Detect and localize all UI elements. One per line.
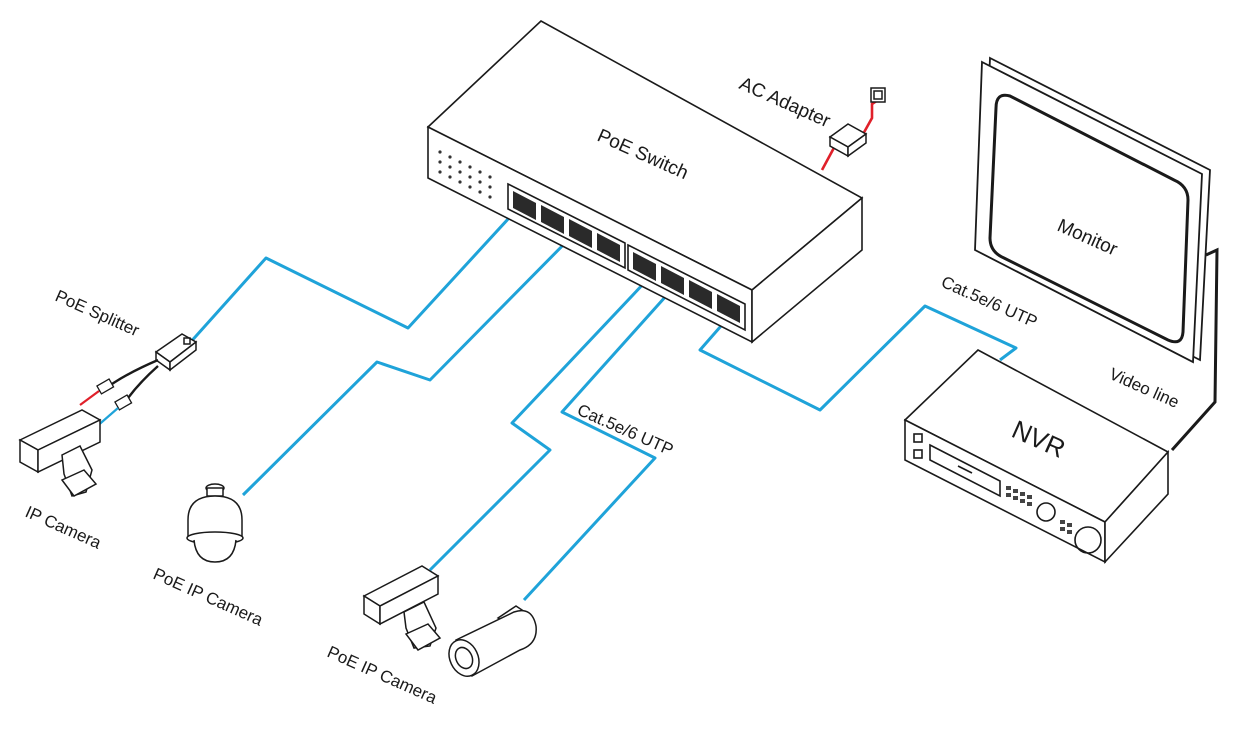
switch-port-5 <box>633 252 656 281</box>
cable-bullet-to-switch <box>522 284 677 602</box>
box-camera-icon-left <box>18 409 102 497</box>
cable-splitter-to-switch <box>186 204 522 347</box>
dome-mount-neck <box>206 487 224 497</box>
splitter-side <box>169 340 197 372</box>
splitter-port <box>183 337 191 345</box>
splitter-label: PoE Splitter <box>52 286 142 340</box>
ptz-dome-camera-icon <box>186 483 244 563</box>
cable-nvr-to-switch <box>698 304 1018 412</box>
splitter-plugs <box>96 378 133 411</box>
bullet-camera-icon <box>448 605 537 678</box>
power-outlet-icon <box>870 87 886 103</box>
splitter-dc-lead <box>111 358 159 385</box>
adapter-side <box>847 132 867 158</box>
switch-port-group-2 <box>627 243 746 332</box>
nvr-usb-port <box>913 449 923 459</box>
poe-ip-camera-label-2: PoE IP Camera <box>324 642 440 707</box>
bullet-lens <box>454 646 474 670</box>
monitor-icon <box>974 56 1211 364</box>
center-camera-side <box>379 574 439 626</box>
switch-port-2 <box>541 205 564 234</box>
nvr-disk-slot <box>929 443 1001 498</box>
ac-adapter-icon <box>828 123 868 158</box>
cables <box>186 204 1018 602</box>
switch-port-group-1 <box>507 182 626 270</box>
nvr-power-button <box>913 433 923 443</box>
box-camera-icon-center <box>362 565 442 651</box>
nvr-disk-line <box>957 465 973 474</box>
poe-ip-camera-label-1: PoE IP Camera <box>150 564 266 629</box>
cable-label-right: Cat.5e/6 UTP <box>938 272 1040 331</box>
camera-base <box>60 469 98 497</box>
switch-port-1 <box>513 191 536 220</box>
switch-port-4 <box>597 233 620 262</box>
nvr-jog-dial-small <box>1036 502 1056 522</box>
cable-box-camera-to-switch <box>428 278 649 572</box>
cable-label-center: Cat.5e/6 UTP <box>574 400 676 459</box>
video-line-label: Video line <box>1106 364 1182 412</box>
monitor-screen <box>988 93 1190 344</box>
switch-port-3 <box>569 219 592 248</box>
center-camera-base <box>404 623 442 651</box>
switch-port-6 <box>661 266 684 295</box>
video-line-cable <box>1170 247 1219 452</box>
switch-port-7 <box>689 280 712 309</box>
dome-bubble <box>193 539 237 563</box>
poe-splitter-icon <box>154 333 198 372</box>
switch-port-8 <box>717 294 740 323</box>
switch-ports <box>513 191 740 323</box>
camera-housing-side <box>37 418 101 474</box>
splitter-lan-lead <box>127 365 159 399</box>
camera-power-lead <box>79 390 100 406</box>
dome-housing <box>187 495 243 539</box>
switch-vent-dots <box>438 150 492 199</box>
nvr-jog-dial-large <box>1074 526 1102 554</box>
nvr-front-buttons <box>1006 486 1072 534</box>
nvr-side <box>1104 449 1169 565</box>
poe-switch-icon <box>426 20 864 344</box>
cable-dome-to-switch <box>241 231 577 497</box>
ip-camera-label: IP Camera <box>22 502 104 553</box>
ac-adapter-label: AC Adapter <box>736 73 834 132</box>
power-cable-to-outlet <box>860 98 879 137</box>
switch-side <box>751 196 863 344</box>
nvr-recorder-icon <box>903 349 1170 565</box>
